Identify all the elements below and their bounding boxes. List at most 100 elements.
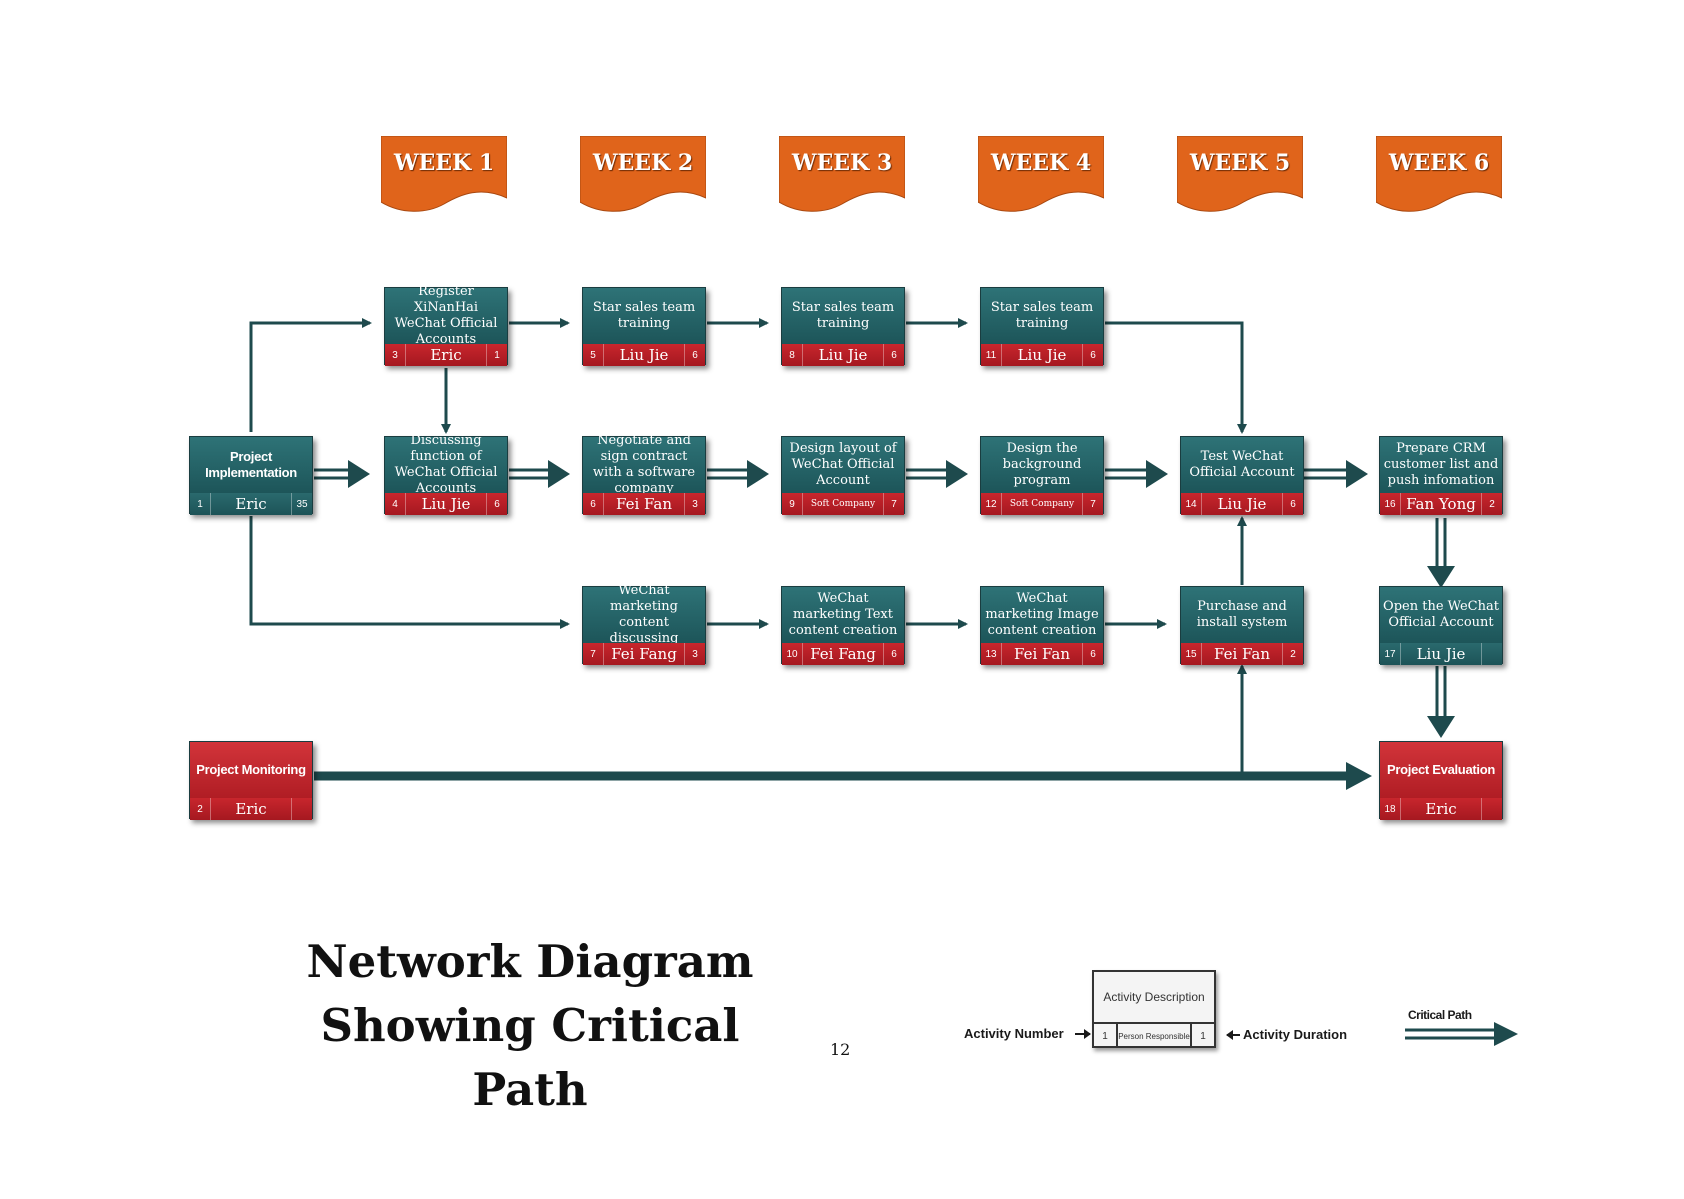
activity-description: Register XiNanHai WeChat Official Accoun…	[385, 284, 507, 347]
person-responsible: Eric	[210, 493, 292, 515]
activity-description: Star sales team training	[981, 288, 1103, 344]
legend-activity-number-label: Activity Number	[964, 1026, 1064, 1041]
activity-number: 14	[1185, 498, 1197, 510]
activity-node-6: Negotiate and sign contract with a softw…	[582, 433, 706, 515]
activity-node-13: WeChat marketing Image content creation …	[980, 586, 1104, 665]
diagram-title: Network Diagram Showing Critical Path	[270, 930, 790, 1122]
activity-duration: 1	[494, 349, 500, 361]
page-number: 12	[830, 1040, 851, 1059]
activity-description: Star sales team training	[782, 288, 904, 344]
critical-path	[314, 468, 1447, 718]
activity-number: 7	[590, 648, 596, 660]
activity-number: 18	[1384, 803, 1396, 815]
person-responsible: Liu Jie	[1201, 493, 1283, 515]
activity-duration: 6	[891, 349, 897, 361]
activity-node-8: Star sales team training 8 Liu Jie 6	[781, 287, 905, 366]
person-responsible: Fei Fang	[802, 643, 884, 665]
legend-critical-arrow	[1405, 1022, 1518, 1046]
week-label: WEEK 3	[791, 150, 893, 176]
activity-description: WeChat marketing Text content creation	[782, 587, 904, 643]
person-responsible: Fei Fan	[1201, 643, 1283, 665]
activity-duration: 35	[296, 498, 308, 510]
activity-duration: 6	[692, 349, 698, 361]
activity-node-2: Project Monitoring 2 Eric	[189, 741, 313, 820]
activity-duration: 3	[692, 648, 698, 660]
week-label: WEEK 4	[990, 150, 1092, 176]
legend-description: Activity Description	[1103, 990, 1205, 1004]
activity-duration: 6	[1090, 349, 1096, 361]
activity-number: 11	[985, 349, 997, 361]
week-banner-5: WEEK 5	[1177, 136, 1303, 216]
week-label: WEEK 2	[592, 150, 694, 176]
activity-duration: 7	[1090, 498, 1096, 510]
activity-node-3: Register XiNanHai WeChat Official Accoun…	[384, 284, 508, 366]
person-responsible: Liu Jie	[603, 344, 685, 366]
week-banner-3: WEEK 3	[779, 136, 905, 216]
person-responsible: Eric	[1400, 798, 1482, 820]
activity-description: Prepare CRM customer list and push infom…	[1380, 437, 1502, 493]
week-banner-2: WEEK 2	[580, 136, 706, 216]
week-banner-1: WEEK 1	[381, 136, 507, 216]
week-banner-6: WEEK 6	[1376, 136, 1502, 216]
activity-description: Test WeChat Official Account	[1181, 437, 1303, 493]
edge-11-14	[1105, 321, 1247, 434]
title-line-1: Network Diagram	[306, 935, 754, 988]
activity-duration: 3	[692, 498, 698, 510]
activity-number: 10	[786, 648, 798, 660]
activity-node-10: WeChat marketing Text content creation 1…	[781, 586, 905, 665]
activity-duration: 6	[494, 498, 500, 510]
legend-number: 1	[1102, 1030, 1108, 1042]
activity-number: 6	[590, 498, 596, 510]
activity-description: Project Monitoring	[190, 742, 312, 798]
activity-description: Star sales team training	[583, 288, 705, 344]
activity-duration	[1482, 798, 1502, 820]
activity-number: 13	[985, 648, 997, 660]
activity-number: 3	[392, 349, 398, 361]
activity-description: Design the background program	[981, 437, 1103, 493]
person-responsible: Fei Fan	[1001, 643, 1083, 665]
activity-node-16: Prepare CRM customer list and push infom…	[1379, 436, 1503, 515]
activity-number: 15	[1185, 648, 1197, 660]
title-line-2: Showing Critical Path	[320, 999, 740, 1116]
activity-node-11: Star sales team training 11 Liu Jie 6	[980, 287, 1104, 366]
week-label: WEEK 5	[1189, 150, 1291, 176]
activity-node-18: Project Evaluation 18 Eric	[1379, 741, 1503, 820]
week-label: WEEK 6	[1388, 150, 1490, 176]
person-responsible: Liu Jie	[405, 493, 487, 515]
activity-duration: 7	[891, 498, 897, 510]
activity-number: 8	[789, 349, 795, 361]
person-responsible: Liu Jie	[802, 344, 884, 366]
activity-description: Negotiate and sign contract with a softw…	[583, 433, 705, 496]
person-responsible: Eric	[210, 798, 292, 820]
person-responsible: Liu Jie	[1001, 344, 1083, 366]
activity-description: Project Implementation	[190, 437, 312, 493]
person-responsible: Fan Yong	[1400, 493, 1482, 515]
activity-duration: 2	[1489, 498, 1495, 510]
activity-number: 17	[1384, 648, 1396, 660]
activity-number: 5	[590, 349, 596, 361]
activity-number: 9	[789, 498, 795, 510]
activity-description: Design layout of WeChat Official Account	[782, 437, 904, 493]
activity-duration: 2	[1290, 648, 1296, 660]
activity-duration	[292, 798, 312, 820]
activity-duration: 6	[891, 648, 897, 660]
activity-description: Project Evaluation	[1380, 742, 1502, 798]
legend-node: Activity Description 1 Person Responsibl…	[1092, 970, 1216, 1048]
activity-duration	[1482, 643, 1502, 665]
legend-duration: 1	[1200, 1030, 1206, 1042]
activity-node-4: Discussing function of WeChat Official A…	[384, 433, 508, 515]
person-responsible: Fei Fan	[603, 493, 685, 515]
person-responsible: Eric	[405, 344, 487, 366]
activity-node-5: Star sales team training 5 Liu Jie 6	[582, 287, 706, 366]
legend-activity-duration-label: Activity Duration	[1243, 1027, 1348, 1042]
activity-number: 2	[197, 803, 203, 815]
activity-description: Discussing function of WeChat Official A…	[385, 433, 507, 496]
person-responsible: Soft Company	[802, 493, 884, 515]
person-responsible: Liu Jie	[1400, 643, 1482, 665]
activity-description: Open the WeChat Official Account	[1380, 587, 1502, 643]
activity-node-17: Open the WeChat Official Account 17 Liu J…	[1379, 586, 1503, 665]
edge-1-7	[249, 516, 570, 629]
